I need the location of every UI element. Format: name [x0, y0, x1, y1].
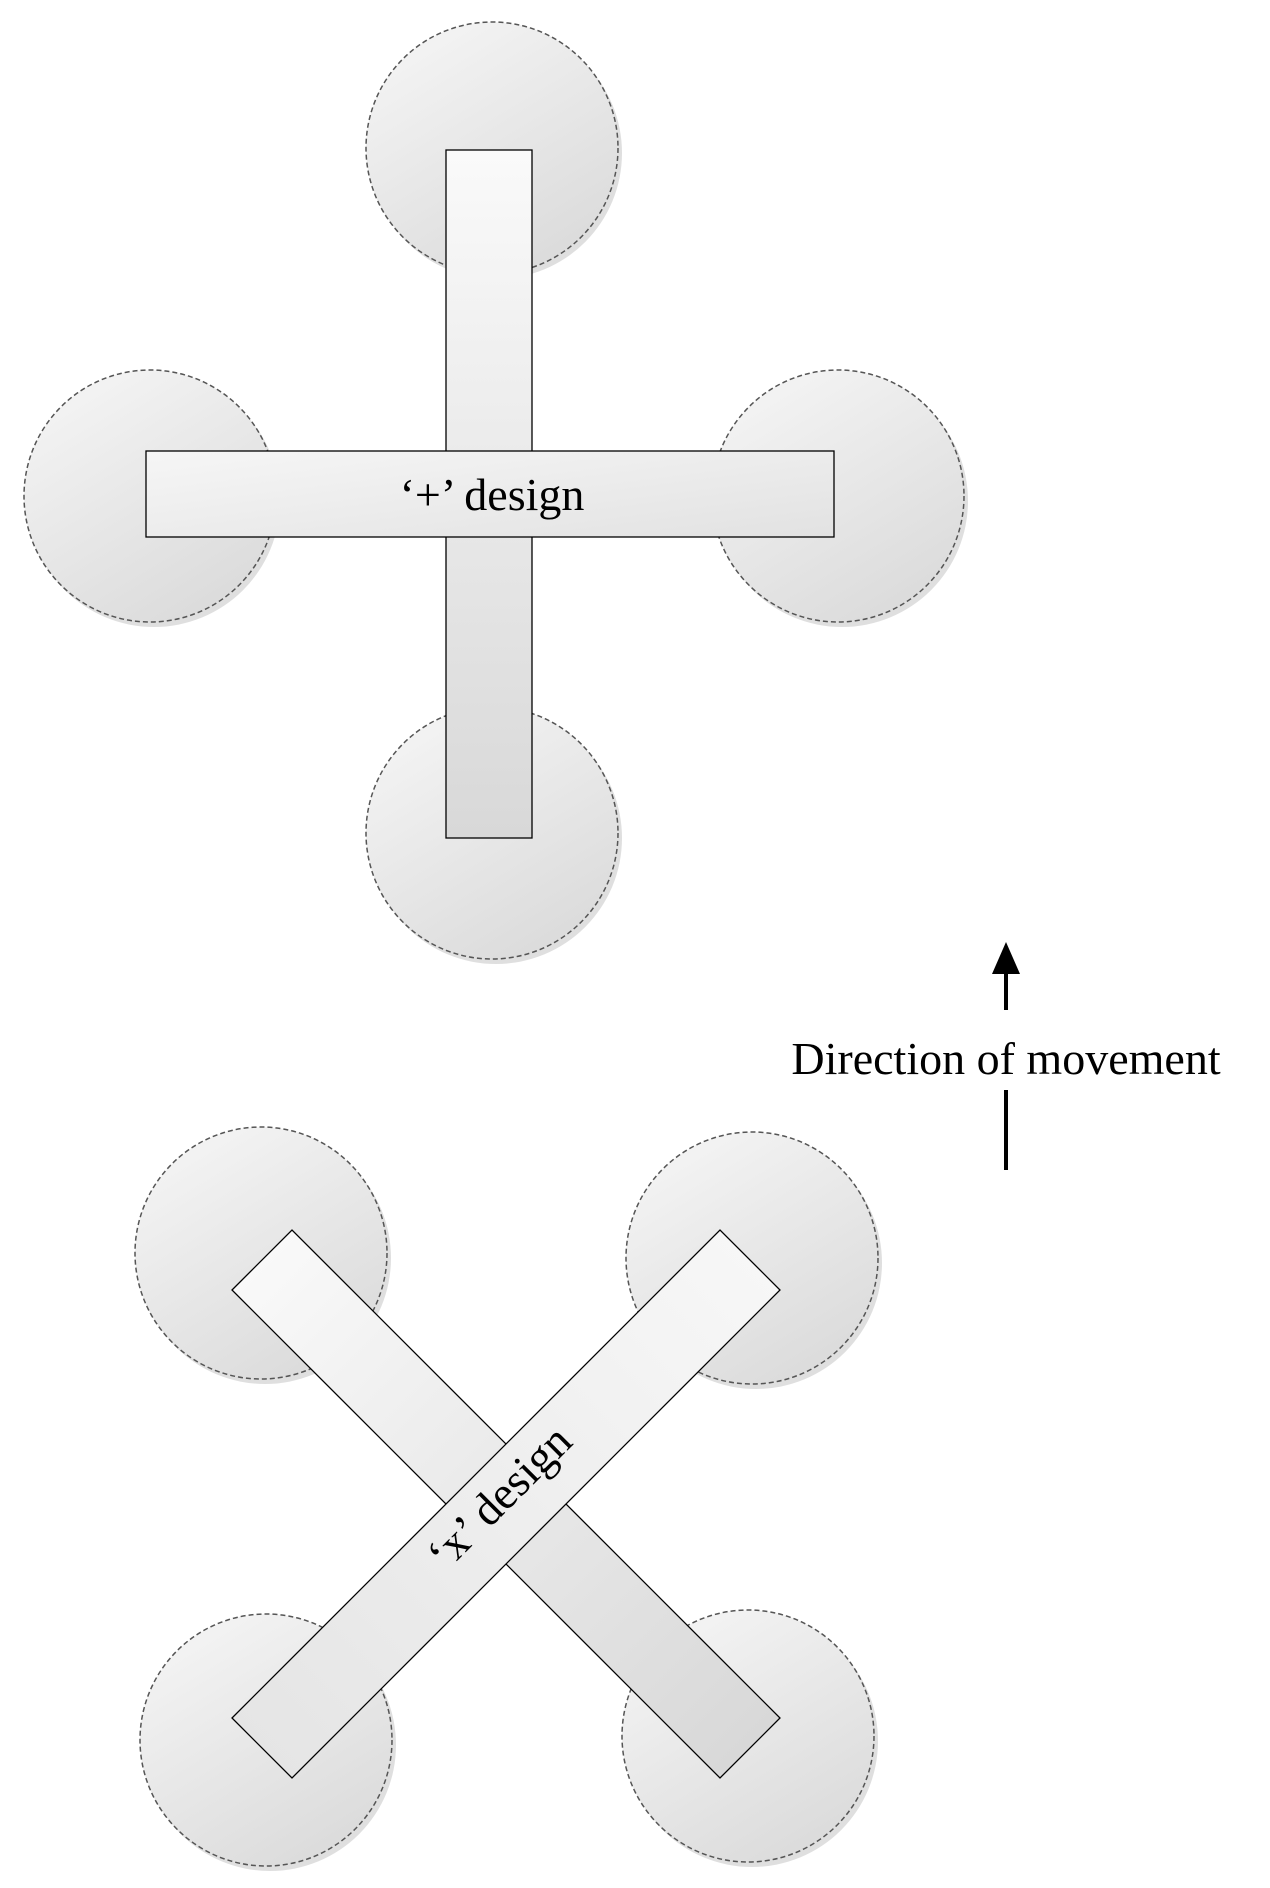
plus-rotor-front: [365, 21, 619, 275]
direction-arrow-head: [992, 942, 1020, 974]
direction-of-movement-indicator: Direction of movement: [791, 942, 1221, 1170]
plus-design-drone: ‘+’ design: [23, 21, 968, 964]
plus-arm-horizontal: [145, 450, 835, 538]
x-arm-diagonal-b: [231, 1229, 781, 1779]
direction-of-movement-label: Direction of movement: [791, 1033, 1220, 1084]
plus-design-label: ‘+’ design: [400, 469, 585, 520]
x-design-drone: ‘x’ design: [134, 1126, 882, 1871]
